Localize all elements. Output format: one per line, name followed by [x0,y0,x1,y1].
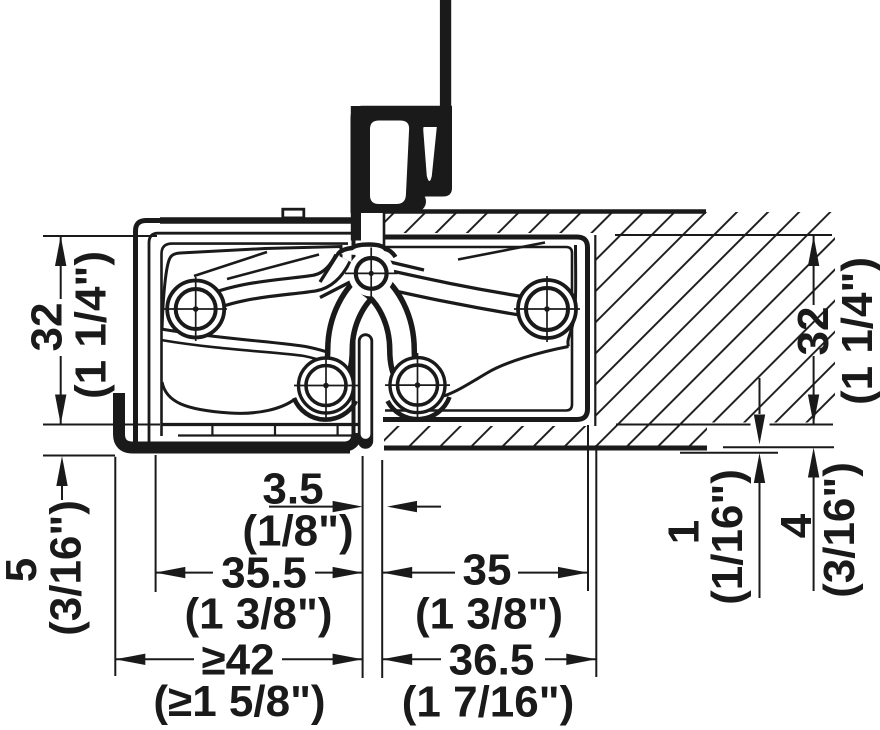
svg-text:35.5: 35.5 [221,549,307,598]
svg-text:(1 1/4"): (1 1/4") [66,251,115,399]
svg-text:32: 32 [789,307,838,356]
svg-text:≥42: ≥42 [201,636,274,685]
svg-text:(1/8"): (1/8") [242,507,353,556]
svg-text:35: 35 [463,546,512,595]
svg-text:36.5: 36.5 [449,636,535,685]
svg-text:(1 7/16"): (1 7/16") [402,678,575,727]
svg-text:(1/16"): (1/16") [703,469,752,605]
svg-text:(3/16"): (3/16") [42,500,91,636]
svg-text:(1 1/4"): (1 1/4") [833,257,880,405]
svg-text:3.5: 3.5 [262,465,323,514]
svg-text:32: 32 [23,303,72,352]
svg-text:1: 1 [660,520,709,544]
svg-text:(1 3/8"): (1 3/8") [184,590,332,639]
svg-text:4: 4 [772,513,821,538]
svg-text:(3/16"): (3/16") [815,462,864,598]
svg-text:5: 5 [0,558,46,582]
svg-text:(≥1 5/8"): (≥1 5/8") [153,677,325,726]
svg-text:(1 3/8"): (1 3/8") [415,590,563,639]
